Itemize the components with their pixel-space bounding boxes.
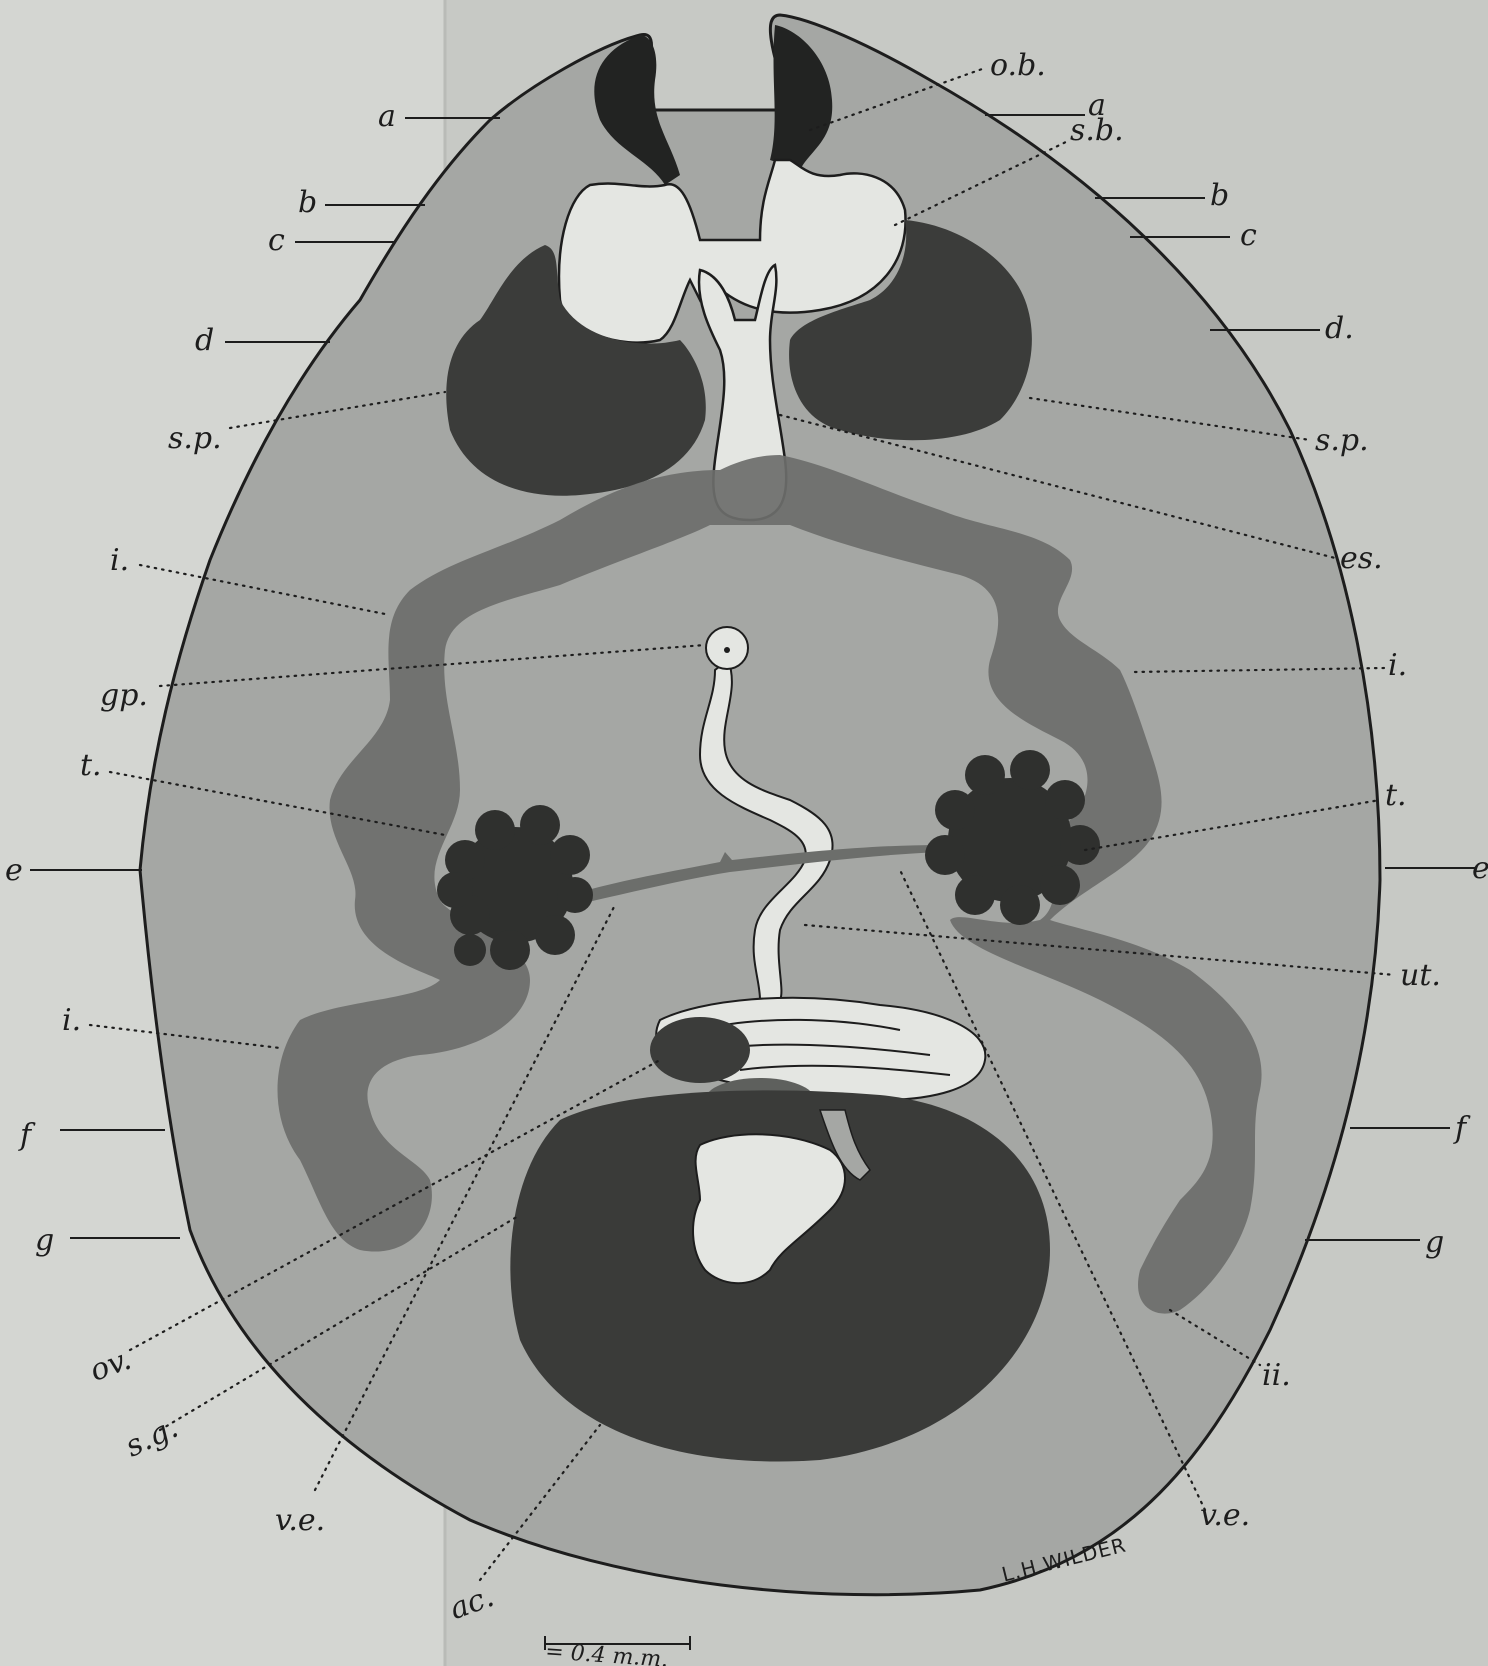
label-sb: s.b.	[1070, 113, 1124, 148]
label-ve-right: v.e.	[1200, 1498, 1250, 1533]
ovary	[650, 1017, 750, 1083]
label-b-left: b	[298, 185, 317, 220]
label-g-right: g	[1425, 1225, 1444, 1260]
label-ii: ii.	[1262, 1358, 1291, 1393]
genital-pore-dot	[724, 647, 730, 653]
label-i-left-bottom: i.	[62, 1003, 81, 1038]
label-i-left-top: i.	[110, 543, 129, 578]
label-e-left: e	[5, 853, 23, 888]
label-t-right: t.	[1385, 778, 1407, 813]
label-c-left: c	[268, 223, 285, 258]
label-t-left: t.	[80, 748, 102, 783]
label-sp-left: s.p.	[168, 421, 222, 456]
label-sp-right: s.p.	[1315, 423, 1369, 458]
label-d-right: d.	[1325, 311, 1354, 346]
label-ut: ut.	[1400, 958, 1441, 993]
label-e-right: e	[1472, 851, 1488, 886]
label-a-left: a	[378, 99, 396, 134]
label-g-left: g	[35, 1223, 54, 1258]
label-ob: o.b.	[990, 48, 1046, 83]
label-gp: gp.	[100, 678, 148, 713]
label-d-left: d	[195, 323, 214, 358]
label-ve-left: v.e.	[275, 1503, 325, 1538]
label-c-right: c	[1240, 218, 1257, 253]
label-es: es.	[1340, 541, 1383, 576]
label-i-right: i.	[1388, 648, 1407, 683]
label-b-right: b	[1210, 178, 1229, 213]
